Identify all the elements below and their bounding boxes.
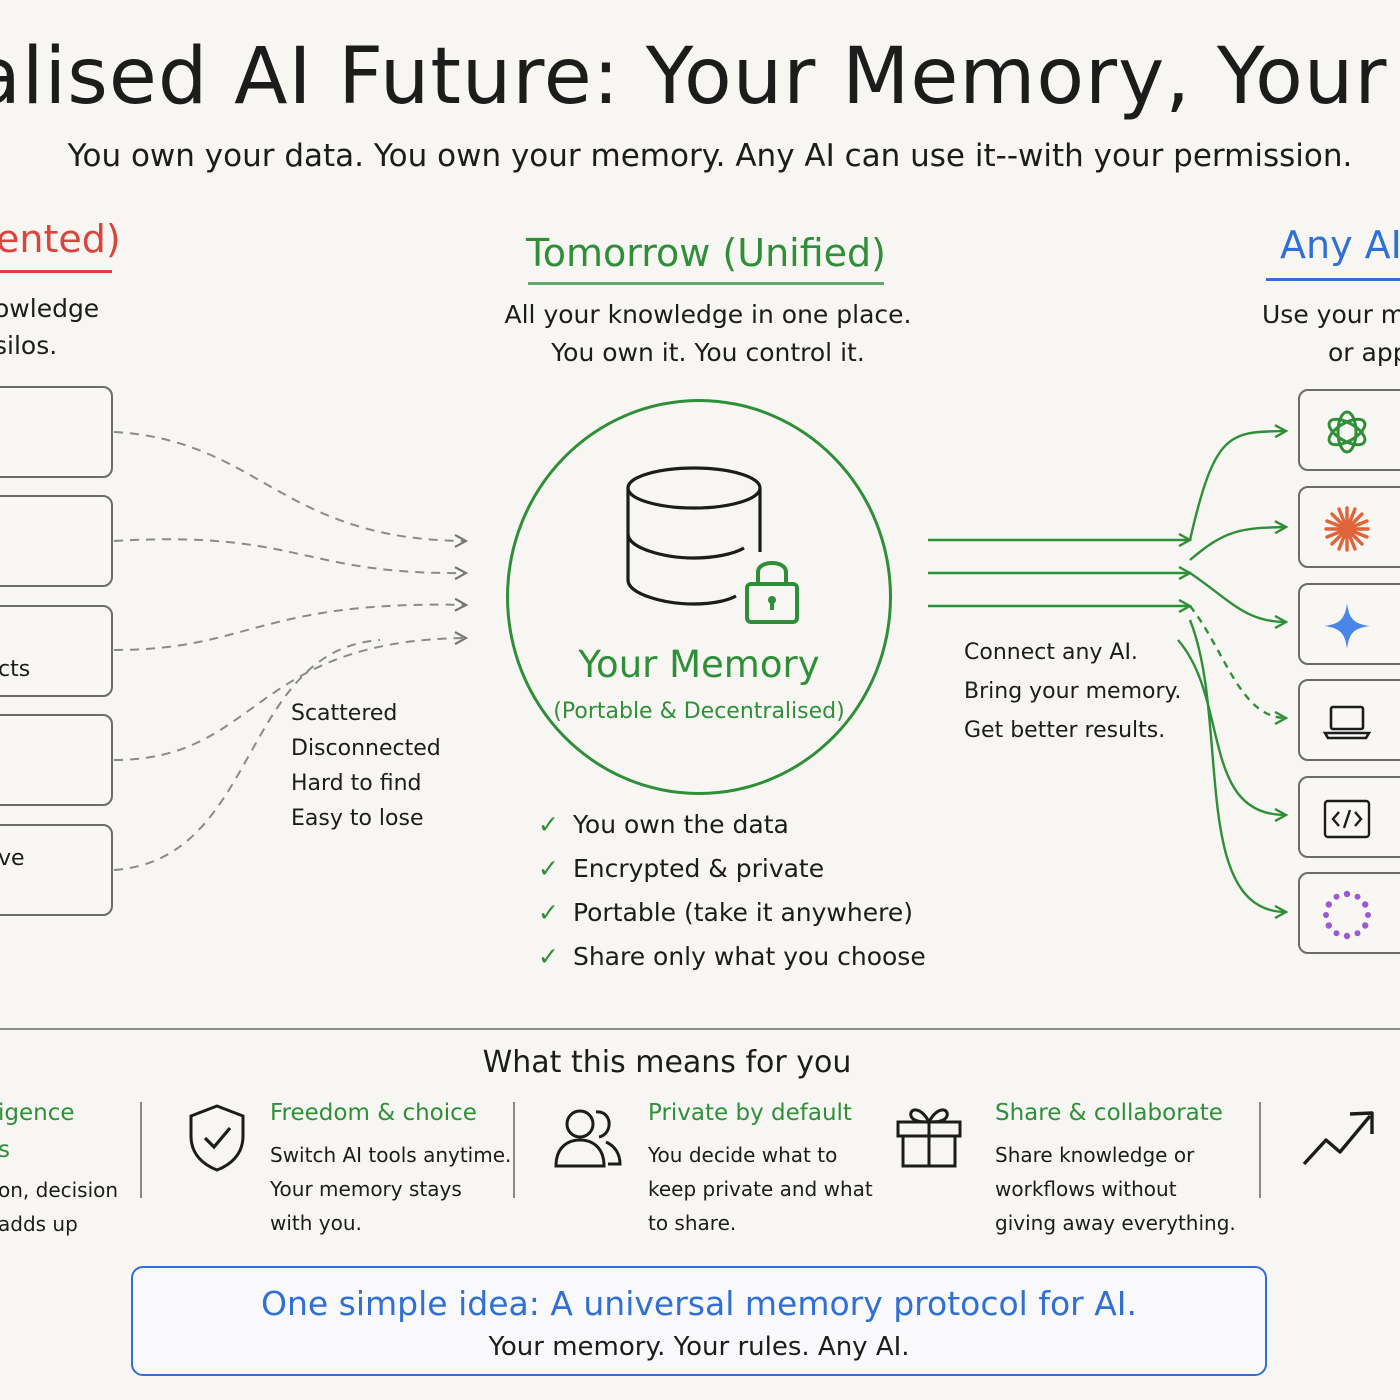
trend-up-icon — [1302, 1111, 1374, 1166]
footer-callout: One simple idea: A universal memory prot… — [131, 1266, 1267, 1376]
left-note-2: Disconnected — [291, 736, 441, 761]
benefit-text-private-3: to share. — [648, 1211, 737, 1235]
ai-card-gemini[interactable] — [1298, 583, 1400, 665]
dashed-connector-5 — [113, 639, 381, 871]
center-desc-line-2: You own it. You control it. — [551, 338, 865, 367]
center-heading-underline — [528, 282, 884, 285]
left-desc-line-1: owledge — [0, 294, 100, 323]
dashed-connector-4 — [113, 638, 466, 761]
shield-check-icon — [189, 1104, 245, 1172]
ai-card-code[interactable] — [1298, 776, 1400, 858]
left-note-4: Easy to lose — [291, 806, 424, 831]
right-desc-line-1: Use your m — [1262, 300, 1400, 329]
left-heading: ented) — [0, 217, 121, 261]
benefits-heading: What this means for you — [482, 1045, 852, 1080]
right-heading: Any AI — [1280, 223, 1400, 267]
dashed-connector-1 — [113, 431, 466, 541]
left-note-3: Hard to find — [291, 771, 422, 796]
page-subtitle: You own your data. You own your memory. … — [67, 138, 1353, 174]
ai-card-dots[interactable] — [1298, 872, 1400, 954]
benefit-text-freedom-2: Your memory stays — [270, 1177, 462, 1201]
fan-arrow-3 — [1189, 572, 1286, 622]
users-icon — [554, 1109, 622, 1168]
benefit-text-freedom-1: Switch AI tools anytime. — [270, 1143, 512, 1167]
page-title: ralised AI Future: Your Memory, Your Int… — [0, 32, 1400, 122]
check-item-2: ✓Encrypted & private — [538, 854, 825, 883]
gemini-icon — [1324, 603, 1370, 649]
check-icon: ✓ — [538, 810, 559, 839]
footer-main-text: One simple idea: A universal memory prot… — [260, 1284, 1137, 1323]
benefit-separator — [513, 1102, 515, 1198]
benefit-text-freedom-3: with you. — [270, 1211, 362, 1235]
footer-sub-text: Your memory. Your rules. Any AI. — [488, 1332, 910, 1362]
laptop-icon — [1322, 705, 1372, 740]
benefit-text-share-3: giving away everything. — [995, 1211, 1236, 1235]
benefit-title-freedom: Freedom & choice — [270, 1100, 477, 1126]
fan-arrow-4 — [1189, 605, 1286, 718]
right-note-3: Get better results. — [964, 718, 1166, 743]
right-heading-underline — [1266, 278, 1400, 281]
database-icon — [626, 466, 762, 606]
benefit-text-share-1: Share knowledge or — [995, 1143, 1195, 1167]
check-icon: ✓ — [538, 854, 559, 883]
fan-arrow-2 — [1189, 527, 1286, 561]
lock-icon — [745, 561, 799, 624]
memory-circle — [506, 399, 892, 795]
silo-box-3: cts — [0, 605, 113, 697]
benefit-title-private: Private by default — [648, 1100, 852, 1126]
right-desc-line-2: or app — [1328, 338, 1400, 367]
check-icon: ✓ — [538, 898, 559, 927]
silo-box-label: ve — [0, 846, 25, 871]
silo-box-2 — [0, 495, 113, 587]
ai-card-laptop[interactable] — [1298, 679, 1400, 761]
check-icon: ✓ — [538, 942, 559, 971]
left-note-1: Scattered — [291, 701, 398, 726]
silo-box-5: ve — [0, 824, 113, 916]
dashed-connector-3 — [113, 605, 466, 651]
benefit-text-share-2: workflows without — [995, 1177, 1177, 1201]
dots-ring-icon — [1323, 890, 1371, 940]
fan-arrow-5 — [1177, 639, 1286, 815]
benefit-partial-title-2: s — [0, 1137, 10, 1163]
fan-arrow-6 — [1188, 619, 1286, 912]
ai-card-claude[interactable] — [1298, 486, 1400, 568]
code-icon — [1323, 799, 1371, 839]
benefit-text-private-2: keep private and what — [648, 1177, 873, 1201]
silo-box-4 — [0, 714, 113, 806]
benefit-separator — [1259, 1102, 1261, 1198]
check-item-3: ✓Portable (take it anywhere) — [538, 898, 913, 927]
benefit-title-share: Share & collaborate — [995, 1100, 1223, 1126]
center-heading: Tomorrow (Unified) — [526, 231, 886, 275]
right-note-2: Bring your memory. — [964, 679, 1182, 704]
check-item-1: ✓You own the data — [538, 810, 789, 839]
right-note-1: Connect any AI. — [964, 640, 1138, 665]
benefit-partial-text-2: adds up — [0, 1212, 78, 1236]
center-desc-line-1: All your knowledge in one place. — [504, 300, 912, 329]
silo-box-label: cts — [0, 657, 31, 682]
claude-icon — [1324, 506, 1370, 552]
benefit-partial-title-1: igence — [0, 1100, 75, 1126]
left-desc-line-2: silos. — [0, 331, 58, 360]
ai-card-openai[interactable] — [1298, 389, 1400, 471]
benefit-separator — [140, 1102, 142, 1198]
memory-title: Your Memory — [578, 643, 820, 686]
silo-box-1 — [0, 386, 113, 478]
openai-icon — [1327, 410, 1367, 454]
memory-subtitle: (Portable & Decentralised) — [553, 699, 845, 724]
benefit-text-private-1: You decide what to — [648, 1143, 838, 1167]
fan-arrow-1 — [1188, 431, 1286, 541]
benefit-partial-text-1: on, decision — [0, 1178, 119, 1202]
section-divider — [0, 1028, 1400, 1030]
check-item-4: ✓Share only what you choose — [538, 942, 926, 971]
gift-icon — [896, 1108, 962, 1168]
left-heading-underline — [0, 270, 112, 273]
dashed-connector-2 — [113, 538, 466, 573]
